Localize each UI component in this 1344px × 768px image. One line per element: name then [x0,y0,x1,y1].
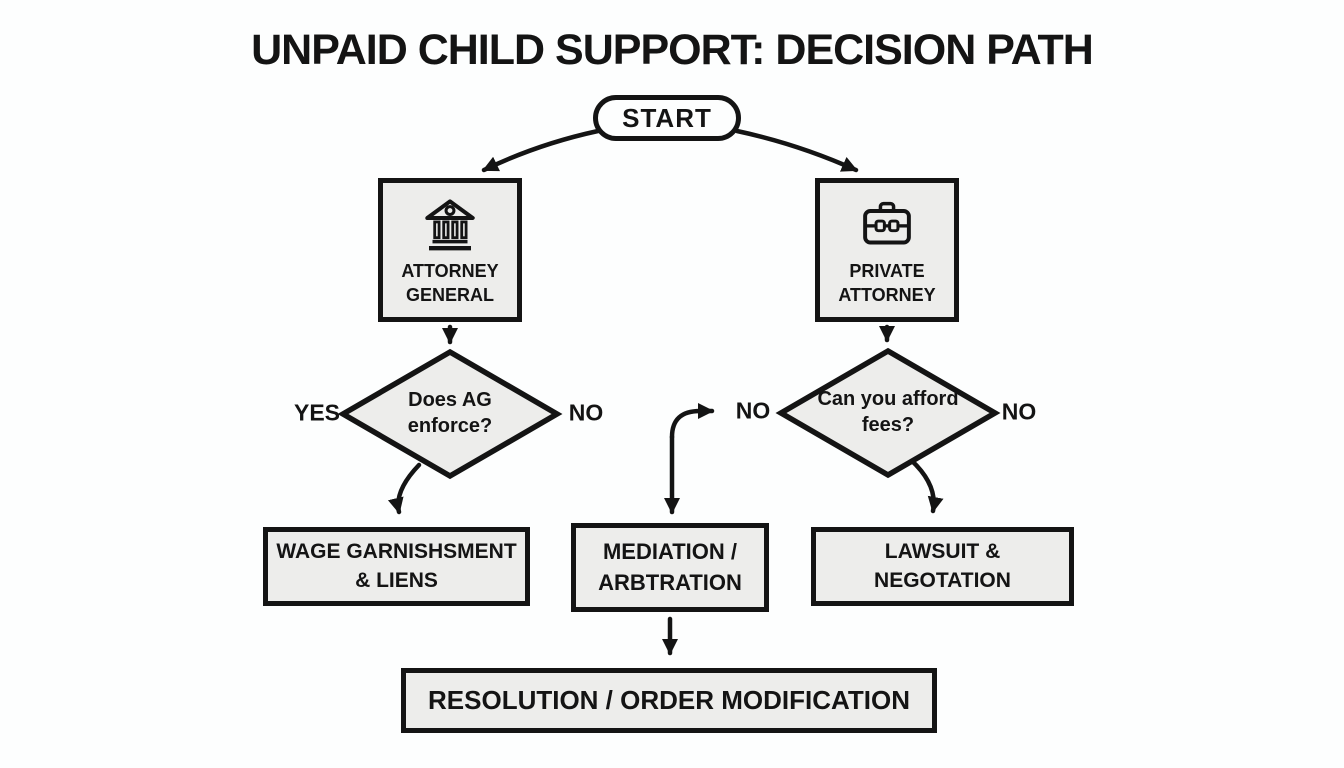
edge-label-no-fees-left: NO [735,397,771,424]
edge-fees-decision-to-lawsuit [908,457,944,514]
decision-diamond-afford-fees [775,347,1001,479]
edge-label-yes: YES [293,399,341,426]
start-label: START [622,102,712,133]
mediation-node: MEDIATION / ARBTRATION [571,523,769,612]
attorney-general-node: ATTORNEY GENERAL [378,178,522,322]
edge-no-to-mediation-curve [669,403,715,440]
resolution-label: RESOLUTION / ORDER MODIFICATION [428,685,910,715]
resolution-node: RESOLUTION / ORDER MODIFICATION [401,668,937,733]
edge-start-to-private-attorney [734,128,859,173]
briefcase-icon [863,201,911,245]
start-node: START [593,95,741,141]
edge-start-to-attorney-general [481,128,601,173]
page-title: UNPAID CHILD SUPPORT: DECISION PATH [251,26,1094,74]
attorney-general-label-line2: GENERAL [405,284,494,305]
lawsuit-node: LAWSUIT & NEGOTATION [811,527,1074,606]
private-attorney-node: PRIVATE ATTORNEY [815,178,959,322]
decision-diamond-ag-enforce [337,348,563,480]
private-attorney-label-line1: PRIVATE [849,261,925,282]
private-attorney-label-line2: ATTORNEY [838,284,936,305]
edge-label-no-fees-right: NO [1001,398,1037,425]
attorney-general-label-line1: ATTORNEY [401,261,499,282]
edge-label-no-ag: NO [568,399,604,426]
wage-garnishment-node: WAGE GARNISHSMENT & LIENS [263,527,530,606]
edge-ag-decision-to-wage-garnishment [387,462,422,515]
bank-icon [425,199,475,251]
